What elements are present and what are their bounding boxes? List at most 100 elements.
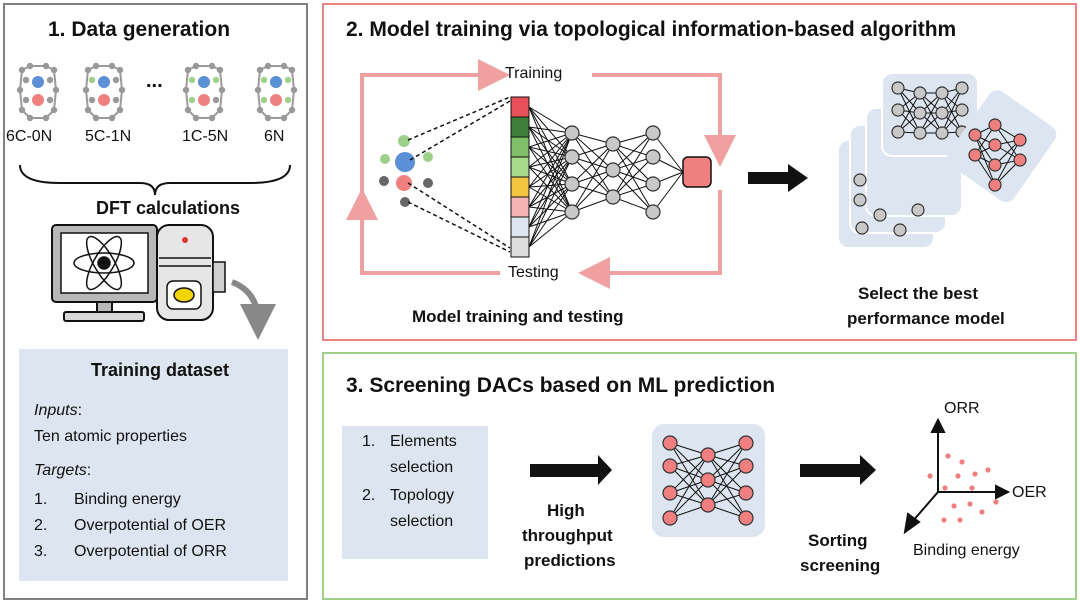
nn-edge — [528, 156, 573, 248]
atom-dot — [216, 66, 224, 74]
atom-dot — [82, 86, 90, 94]
curved-arrow-icon — [230, 279, 276, 340]
nn-edge — [994, 139, 1021, 186]
atom-dot — [50, 66, 58, 74]
scatter-point — [945, 453, 951, 459]
scatter-point — [942, 485, 948, 491]
atom-dot — [280, 114, 288, 122]
feature-cell — [510, 96, 530, 118]
atom-dot — [212, 76, 220, 84]
targets-label: Targets: — [34, 462, 92, 479]
nn-node — [988, 158, 1002, 172]
nn-edge — [669, 442, 709, 481]
scatter-point — [985, 467, 991, 473]
nn-node — [662, 510, 678, 526]
best-model-caption-1: Select the best — [858, 284, 978, 303]
atom-dot — [50, 106, 58, 114]
atom-dot — [208, 114, 216, 122]
nn-edge — [941, 92, 963, 133]
atom-dot — [108, 62, 116, 70]
feature-cell — [510, 196, 530, 218]
nn-node — [662, 458, 678, 474]
nn-node — [853, 193, 867, 207]
training-cycle-arrows — [346, 59, 736, 289]
nn-edge — [897, 87, 921, 134]
dataset-title: Training dataset — [91, 360, 230, 380]
atom-dot — [42, 114, 50, 122]
target-item: Binding energy — [74, 491, 181, 508]
scatter-point — [927, 473, 933, 479]
axis-oer-label: OER — [1012, 484, 1047, 501]
step-num: 2. — [362, 487, 376, 504]
atom-dot — [212, 96, 220, 104]
nn-node — [645, 176, 661, 192]
atom-dot — [264, 114, 272, 122]
nn-edge — [528, 126, 573, 185]
nn-edge — [528, 156, 573, 208]
feature-vector-stack — [510, 96, 530, 258]
atom-dot — [18, 66, 26, 74]
scatter-points — [927, 453, 999, 523]
nn-node — [738, 485, 754, 501]
scatter-point — [972, 471, 978, 477]
step-line: selection — [390, 459, 454, 476]
nn-node — [605, 136, 621, 152]
curly-brace — [19, 164, 291, 196]
server-icon — [156, 224, 226, 321]
atom-dot — [46, 76, 54, 84]
output-node — [682, 156, 712, 188]
molecule-icons — [16, 62, 298, 122]
nn-edge — [528, 156, 573, 188]
metal-atom-b — [98, 94, 110, 106]
atom-dot — [108, 114, 116, 122]
nn-edge — [919, 92, 943, 134]
atom-dot — [264, 62, 272, 70]
atom-dot — [92, 114, 100, 122]
predictions-caption-3: predictions — [524, 551, 616, 570]
molecule-icon — [82, 62, 126, 122]
nn-node — [738, 435, 754, 451]
model-cards-icon — [837, 72, 1057, 249]
nn-node — [891, 103, 905, 117]
scatter-point — [979, 509, 985, 515]
atom-dot — [254, 86, 262, 94]
nn-node — [700, 447, 716, 463]
nn-node — [662, 485, 678, 501]
target-num: 3. — [34, 543, 48, 560]
feature-dashed-lines — [407, 96, 511, 253]
atom-dot — [42, 62, 50, 70]
atom-dot — [84, 66, 92, 74]
nn-edge — [571, 143, 614, 185]
nn-edge — [571, 132, 614, 171]
nn-node — [738, 510, 754, 526]
nn-node — [935, 126, 949, 140]
nn-edge — [528, 156, 573, 228]
atom-dot — [88, 76, 96, 84]
atom-dot — [18, 106, 26, 114]
selection-steps-box — [342, 426, 488, 559]
atom-dot — [184, 66, 192, 74]
model-card-network-red — [968, 118, 1027, 192]
atom-cluster-icon — [379, 135, 433, 207]
nn-edge — [571, 143, 614, 213]
target-item: Overpotential of ORR — [74, 543, 227, 560]
sorting-caption-2: screening — [800, 556, 881, 575]
atom-dot — [88, 96, 96, 104]
nn-edge — [571, 169, 614, 213]
nn-edge — [669, 454, 709, 519]
metal-atom-a — [198, 76, 210, 88]
nn-node — [645, 125, 661, 141]
atom-dot — [118, 86, 126, 94]
nn-node — [873, 208, 887, 222]
atom-dot — [26, 114, 34, 122]
feature-cell — [510, 136, 530, 158]
dft-label: DFT calculations — [96, 198, 241, 218]
predictions-caption-2: throughput — [522, 526, 613, 545]
predictions-caption-1: High — [547, 501, 585, 520]
atom-dot — [192, 62, 200, 70]
nn-node — [662, 435, 678, 451]
feature-cell — [510, 176, 530, 198]
metal-atom-a — [270, 76, 282, 88]
atom-dot — [192, 114, 200, 122]
